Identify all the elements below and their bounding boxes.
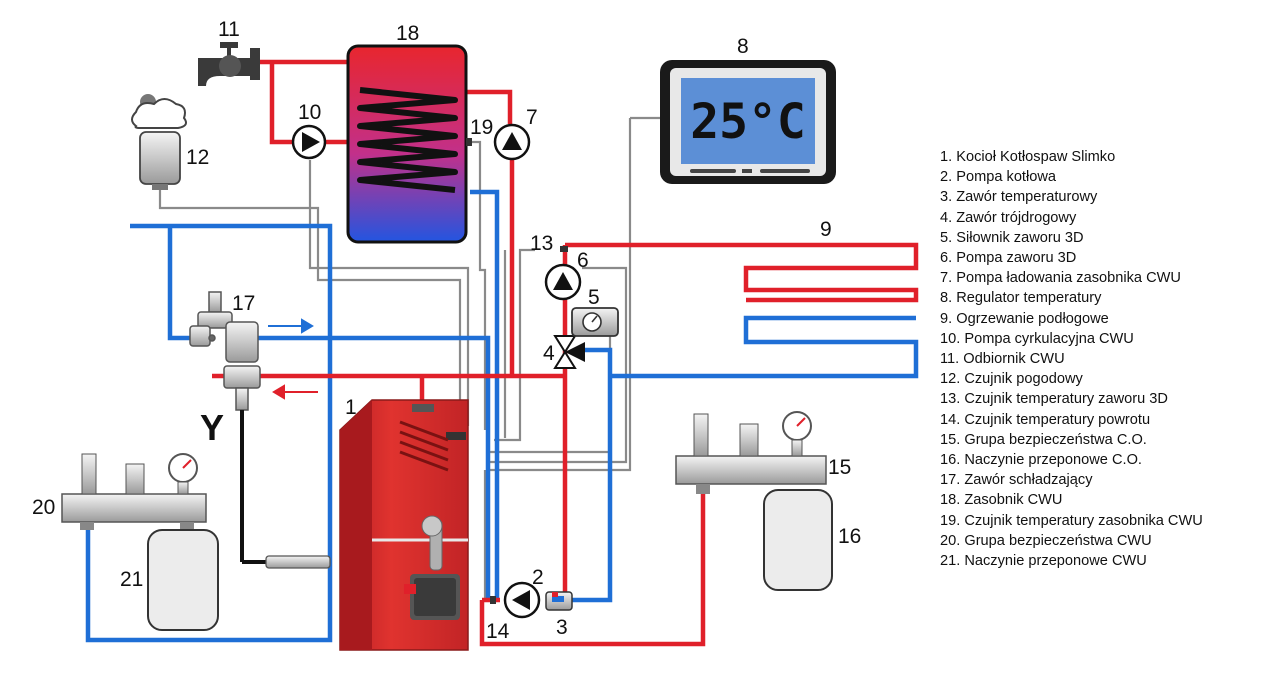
sensor-13-icon	[560, 246, 568, 252]
legend-item: 13. Czujnik temperatury zaworu 3D	[940, 391, 1168, 408]
pump-10-icon	[291, 124, 327, 160]
flow-arrow-left-icon	[272, 384, 318, 400]
actuator-icon	[571, 307, 619, 337]
label-14: 14	[486, 620, 510, 643]
legend-item: 5. Siłownik zaworu 3D	[940, 229, 1084, 246]
three-way-valve-icon	[553, 335, 585, 369]
label-19: 19	[470, 116, 493, 139]
label-15: 15	[828, 456, 851, 479]
drain-letter: Y	[200, 407, 224, 448]
number-labels: 1 2 3 4 5 6 7 8 9 10 11 12 13 14 15 16 1…	[32, 18, 861, 643]
boiler	[339, 399, 469, 651]
signal-wires	[158, 116, 660, 600]
label-11: 11	[218, 18, 240, 41]
legend-item: 11. Odbiornik CWU	[940, 351, 1065, 368]
label-5: 5	[588, 286, 600, 309]
label-18: 18	[396, 22, 419, 45]
label-10: 10	[298, 101, 321, 124]
label-12: 12	[186, 146, 209, 169]
label-3: 3	[556, 616, 568, 639]
cooling-sensor-probe	[265, 555, 331, 569]
legend-item: 3. Zawór temperaturowy	[940, 189, 1098, 206]
thermostat: 25°C	[660, 60, 836, 184]
co-safety-group	[675, 411, 827, 494]
label-7: 7	[526, 106, 538, 129]
legend-item: 14. Czujnik temperatury powrotu	[940, 411, 1151, 428]
legend-item: 9. Ogrzewanie podłogowe	[940, 310, 1109, 327]
legend-item: 7. Pompa ładowania zasobnika CWU	[940, 270, 1181, 287]
legend-item: 16. Naczynie przeponowe C.O.	[940, 452, 1142, 469]
label-16: 16	[838, 525, 861, 548]
legend-item: 17. Zawór schładzający	[940, 472, 1093, 489]
legend-item: 4. Zawór trójdrogowy	[940, 209, 1077, 226]
label-13: 13	[530, 232, 553, 255]
legend-item: 6. Pompa zaworu 3D	[940, 250, 1077, 267]
legend-list: 1. Kocioł Kotłospaw Slimko 2. Pompa kotł…	[940, 147, 1203, 571]
pump-6-icon	[544, 263, 582, 301]
pump-7-icon	[493, 123, 531, 161]
legend-item: 1. Kocioł Kotłospaw Slimko	[940, 149, 1116, 165]
label-2: 2	[532, 566, 544, 589]
legend-item: 10. Pompa cyrkulacyjna CWU	[940, 330, 1134, 347]
dhw-expansion-vessel	[147, 529, 219, 631]
legend-item: 18. Zasobnik CWU	[940, 492, 1063, 509]
thermostat-display: 25°C	[690, 94, 806, 150]
legend-item: 21. Naczynie przeponowe CWU	[940, 553, 1147, 570]
label-21: 21	[120, 568, 143, 591]
legend-item: 8. Regulator temperatury	[940, 290, 1102, 307]
sensor-19-icon	[466, 138, 472, 146]
weather-sensor	[131, 94, 187, 190]
cooling-valve	[189, 291, 261, 411]
sensor-14-icon	[490, 596, 496, 604]
cold-pipes	[85, 189, 919, 643]
label-8: 8	[737, 35, 749, 58]
dhw-safety-group	[61, 453, 207, 530]
label-1: 1	[345, 396, 357, 419]
label-9: 9	[820, 218, 832, 241]
label-17: 17	[232, 292, 255, 315]
faucet-icon	[198, 42, 260, 86]
legend-item: 19. Czujnik temperatury zasobnika CWU	[940, 512, 1203, 529]
legend-item: 20. Grupa bezpieczeństwa CWU	[940, 532, 1152, 549]
legend-item: 15. Grupa bezpieczeństwa C.O.	[940, 431, 1147, 448]
pump-2-icon	[503, 581, 541, 619]
label-20: 20	[32, 496, 55, 519]
co-expansion-vessel	[763, 489, 833, 591]
legend-item: 12. Czujnik pogodowy	[940, 371, 1083, 388]
label-6: 6	[577, 249, 589, 272]
flow-arrow-right-icon	[268, 318, 314, 334]
legend-item: 2. Pompa kotłowa	[940, 169, 1057, 186]
temperature-valve-icon	[545, 591, 573, 611]
dhw-tank	[346, 44, 468, 244]
label-4: 4	[543, 342, 555, 365]
